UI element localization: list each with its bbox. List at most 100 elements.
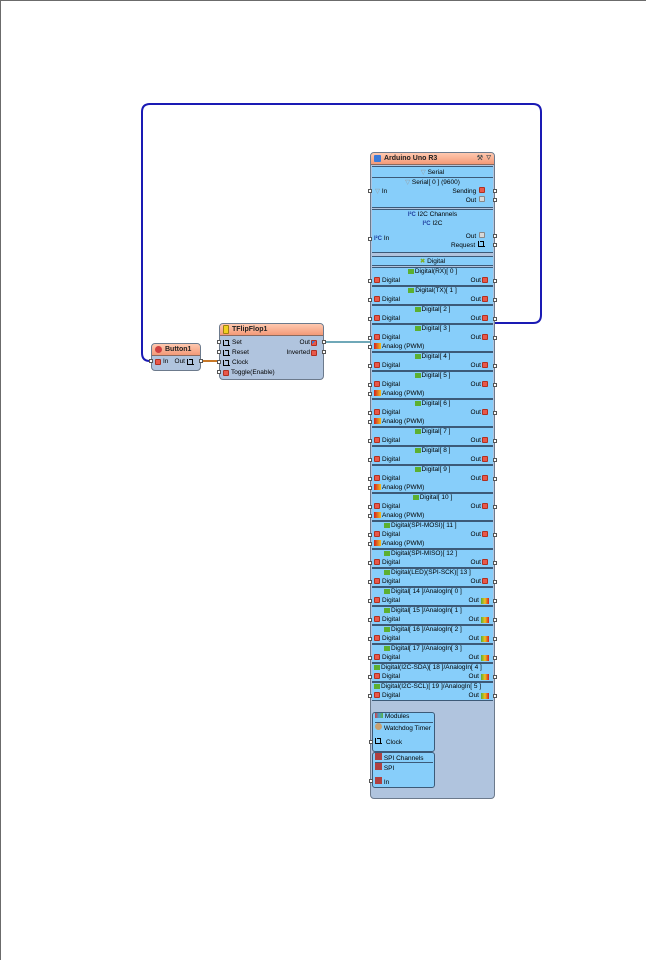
pwm-in-pin[interactable] [368,420,372,424]
digital-channel-name: Digital[ 7 ] [421,428,451,435]
button1-title-bar[interactable]: Button1 [152,344,200,356]
digital-in-pin[interactable] [368,637,372,641]
digital-icon [482,296,488,302]
digital-in-pin[interactable] [368,383,372,387]
digital-channel-name: Digital(I2C-SDA)[ 18 ]/AnalogIn[ 4 ] [381,664,482,671]
pwm-in-pin[interactable] [368,345,372,349]
digital-in-pin[interactable] [368,317,372,321]
serial-sending-pin[interactable] [493,189,497,193]
digital-in-pin[interactable] [368,458,372,462]
arduino-title-bar[interactable]: Arduino Uno R3 ⚒ ▽ [371,153,494,165]
digital-channel-icon [374,664,380,670]
tflipflop1-component[interactable]: TFlipFlop1 Set Reset Clock Toggle(Enable… [217,323,326,380]
button1-in-pin[interactable] [149,359,153,363]
digital-in-pin[interactable] [368,279,372,283]
digital-out-pin[interactable] [493,656,497,660]
clock-pin[interactable] [217,360,221,364]
digital-channel-title: Digital[ 14 ]/AnalogIn[ 0 ] [372,588,493,595]
digital-out-pin[interactable] [493,317,497,321]
digital-in-pin[interactable] [368,533,372,537]
digital-in-pin[interactable] [368,477,372,481]
pwm-in-pin[interactable] [368,514,372,518]
spi-in-pin[interactable] [369,779,373,783]
digital-out-pin[interactable] [493,439,497,443]
i2c-out-pin[interactable] [493,234,497,238]
digital-in-pin[interactable] [368,580,372,584]
digital-out-pin[interactable] [493,533,497,537]
digital-in-pin[interactable] [368,675,372,679]
digital-out-pin[interactable] [493,505,497,509]
digital-channel-name: Digital(RX)[ 0 ] [414,268,458,275]
i2c-section: I²C I2C Channels I²C I2C I²C In Out Requ… [368,209,497,253]
digital-in-pin[interactable] [368,364,372,368]
digital-in-pin[interactable] [368,561,372,565]
digital-out-pin[interactable] [493,477,497,481]
digital-icon [374,475,380,481]
digital-in-pin[interactable] [368,411,372,415]
digital-in-pin[interactable] [368,656,372,660]
digital-out-pin[interactable] [493,411,497,415]
set-pin[interactable] [217,340,221,344]
set-row: Set [223,338,242,347]
chevron-down-icon[interactable]: ▽ [486,155,491,161]
watchdog-clock-pin[interactable] [369,740,373,744]
arduino-component[interactable]: Arduino Uno R3 ⚒ ▽ ▽ Serial ▽ Serial[ 0 … [368,152,497,799]
digital-in-pin[interactable] [368,694,372,698]
spi-in-row: In [375,777,389,786]
digital-channel-name: Digital[ 8 ] [421,447,451,454]
i2c-request-pin[interactable] [493,243,497,247]
tflipflop1-title-bar[interactable]: TFlipFlop1 [220,324,323,336]
digital-out-pin[interactable] [493,458,497,462]
digital-in-pin[interactable] [368,505,372,509]
pwm-in-pin[interactable] [368,392,372,396]
digital-channel-title: Digital(I2C-SDA)[ 18 ]/AnalogIn[ 4 ] [372,664,493,671]
pwm-label: Analog (PWM) [382,343,425,350]
pwm-in-pin[interactable] [368,486,372,490]
digital-channel-title: Digital[ 2 ] [372,306,493,313]
inverted-pin[interactable] [322,350,326,354]
digital-in-pin[interactable] [368,599,372,603]
digital-out-pin[interactable] [493,279,497,283]
digital-in-pin[interactable] [368,336,372,340]
out-pin[interactable] [322,340,326,344]
serial-out-pin[interactable] [493,198,497,202]
serial-in-pin[interactable] [368,189,372,193]
digital-out-pin[interactable] [493,599,497,603]
button1-component[interactable]: Button1 In Out [149,343,203,371]
digital-out-pin[interactable] [493,618,497,622]
digital-channel-icon [384,588,390,594]
i2c-channel-title: I²C I2C [372,220,493,227]
digital-out-pin[interactable] [493,580,497,584]
digital-icon [374,437,380,443]
digital-icon [482,503,488,509]
serial-out-label: Out [465,197,477,204]
digital-out-pin[interactable] [493,637,497,641]
reset-pin[interactable] [217,350,221,354]
digital-channel-name: Digital[ 16 ]/AnalogIn[ 2 ] [391,626,462,633]
clock-row: Clock [223,358,248,367]
button1-out-pin[interactable] [199,359,203,363]
serial-sending-label: Sending [452,188,477,195]
digital-in-pin[interactable] [368,439,372,443]
wrench-icon[interactable]: ⚒ [476,155,483,162]
analog-out-icon [481,655,489,661]
digital-out-pin[interactable] [493,336,497,340]
digital-out-pin[interactable] [493,561,497,565]
digital-out-pin[interactable] [493,383,497,387]
spi-channel-label: SPI [383,765,395,772]
digital-out-pin[interactable] [493,298,497,302]
toggle-pin[interactable] [217,370,221,374]
digital-out-pin[interactable] [493,694,497,698]
pwm-in-pin[interactable] [368,542,372,546]
reset-row: Reset [223,348,249,357]
watchdog-title: Watchdog Timer [375,722,433,732]
digital-out-pin[interactable] [493,675,497,679]
i2c-in-pin[interactable] [368,237,372,241]
digital-in-label: Digital [382,692,401,699]
digital-in-pin[interactable] [368,298,372,302]
digital-icon [374,597,380,603]
digital-in-pin[interactable] [368,618,372,622]
digital-out-pin[interactable] [493,364,497,368]
